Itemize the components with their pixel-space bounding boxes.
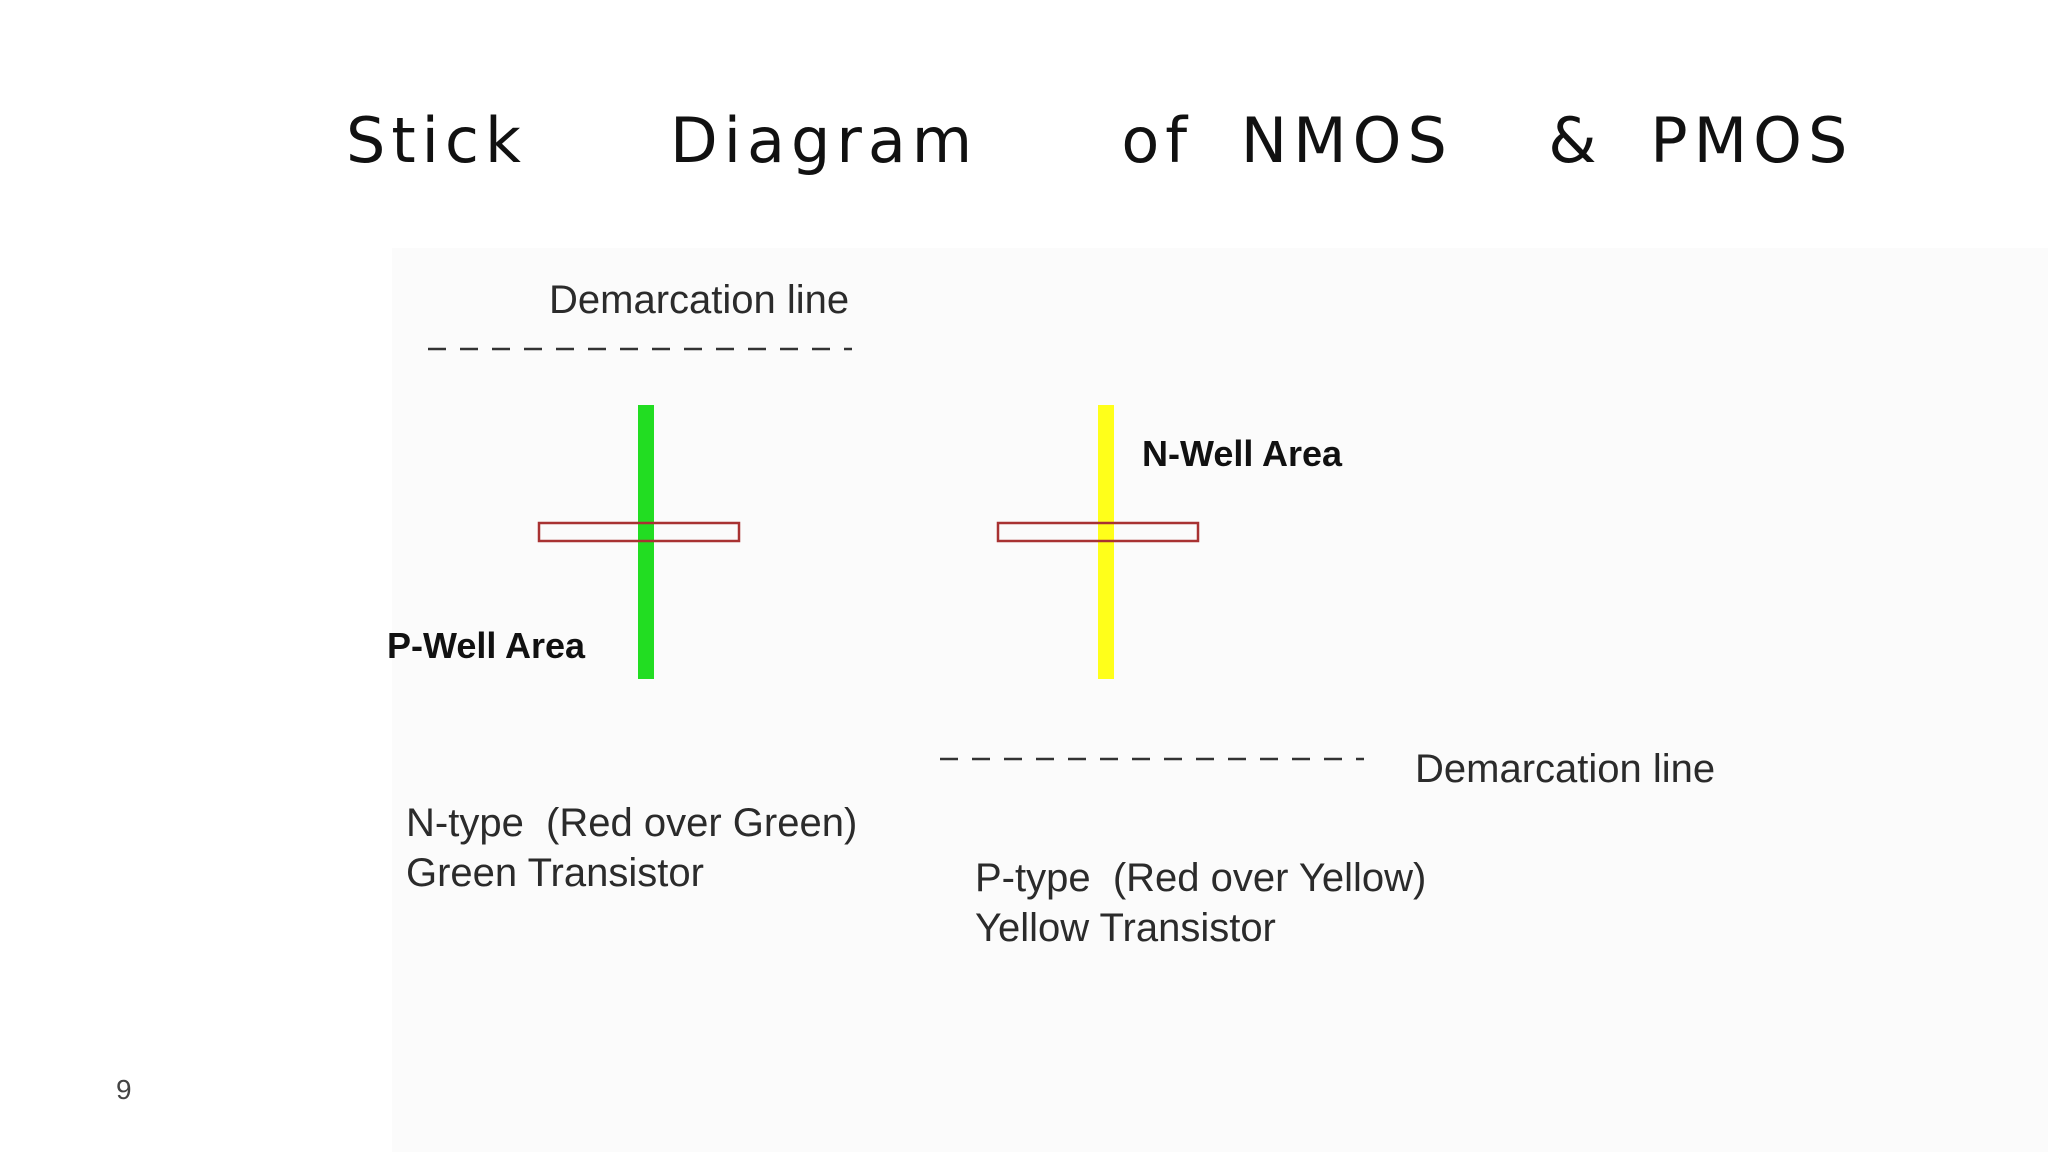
n-well-area-label: N-Well Area (1142, 433, 1343, 474)
pmos-caption-line2: Yellow Transistor (975, 906, 1276, 950)
nmos-caption-line1: N-type (Red over Green) (406, 801, 857, 845)
nmos-caption-line2: Green Transistor (406, 851, 704, 895)
pmos-red-polysilicon-gate (996, 521, 1200, 543)
demarcation-bottom-label: Demarcation line (1415, 747, 1715, 791)
nmos-red-polysilicon-gate (537, 521, 741, 543)
slide-title: Stick Diagram of NMOS & PMOS (346, 104, 1854, 177)
diagram-background (392, 248, 2048, 1152)
page-number: 9 (116, 1074, 132, 1105)
p-well-area-label: P-Well Area (387, 625, 586, 666)
pmos-caption-line1: P-type (Red over Yellow) (975, 856, 1426, 900)
demarcation-top-label: Demarcation line (549, 278, 849, 322)
